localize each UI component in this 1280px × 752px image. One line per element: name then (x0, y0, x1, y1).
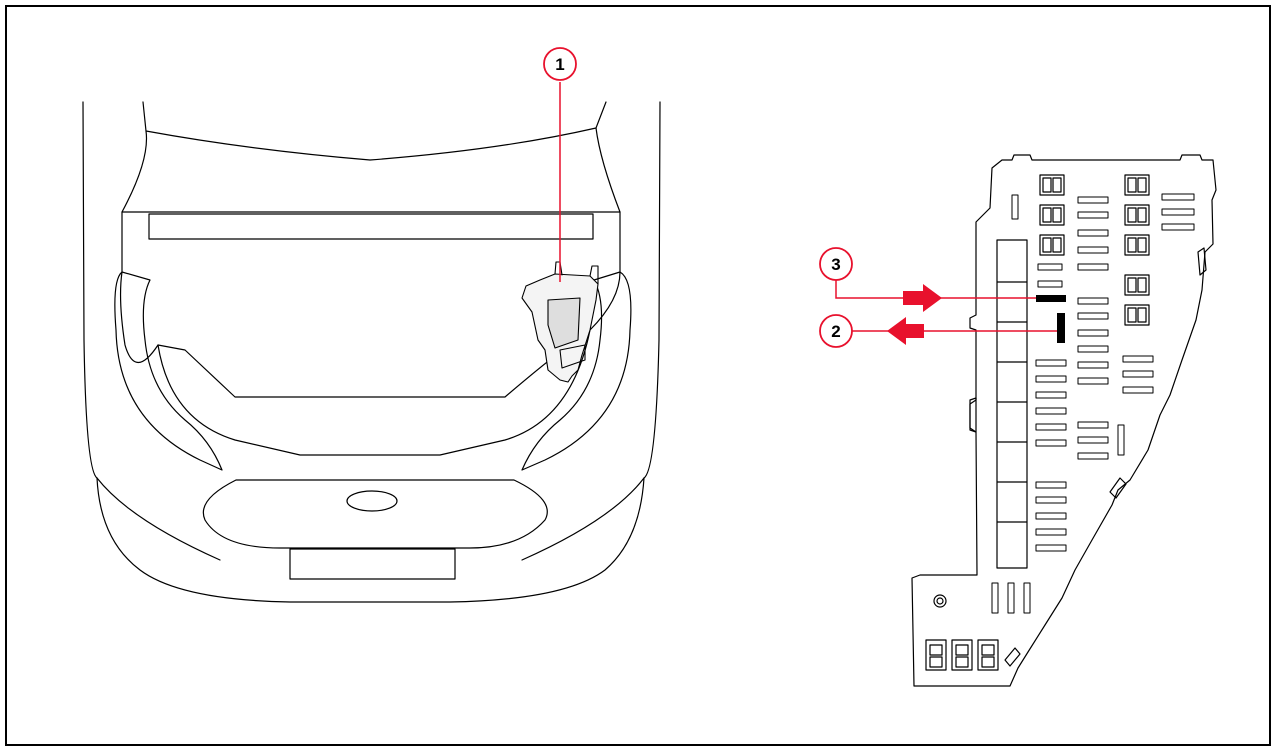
windshield-wiper-panel (148, 213, 594, 240)
right-headlight (521, 271, 632, 471)
front-bumper-upper (157, 329, 591, 456)
fuse-strip (996, 239, 1028, 569)
mounting-hole (933, 594, 947, 608)
left-headlight (114, 271, 223, 471)
callout-3-arrow (903, 284, 942, 312)
right-fender-line (643, 101, 661, 479)
callout-3-number: 3 (831, 255, 840, 274)
left-fender-line (82, 101, 98, 479)
windshield-base (142, 101, 607, 161)
hood-top-edge (121, 127, 621, 213)
fuse-box-layout (911, 154, 1217, 687)
bottom-connectors (925, 639, 999, 671)
fuse-box-outline (911, 154, 1217, 687)
callout-1: 1 (543, 47, 577, 81)
hood-outline (121, 211, 621, 273)
callout-3-leader (835, 275, 1036, 299)
license-plate (289, 548, 456, 580)
callout-2: 2 (819, 314, 853, 348)
grille-outline (202, 479, 548, 549)
engine-fuse-box (521, 261, 599, 383)
callout-2-number: 2 (831, 322, 840, 341)
callout-3: 3 (819, 247, 853, 281)
relay-blocks (1039, 174, 1150, 326)
highlighted-fuse-3 (1036, 295, 1066, 302)
emblem (346, 490, 398, 512)
bumper-lower-curve (96, 477, 645, 561)
highlighted-fuse-2 (1057, 313, 1065, 343)
callout-2-arrow (887, 317, 924, 345)
front-bumper (96, 477, 645, 603)
blade-fuses (991, 193, 1195, 614)
car-front-view (82, 101, 661, 603)
callout-1-number: 1 (555, 55, 564, 74)
